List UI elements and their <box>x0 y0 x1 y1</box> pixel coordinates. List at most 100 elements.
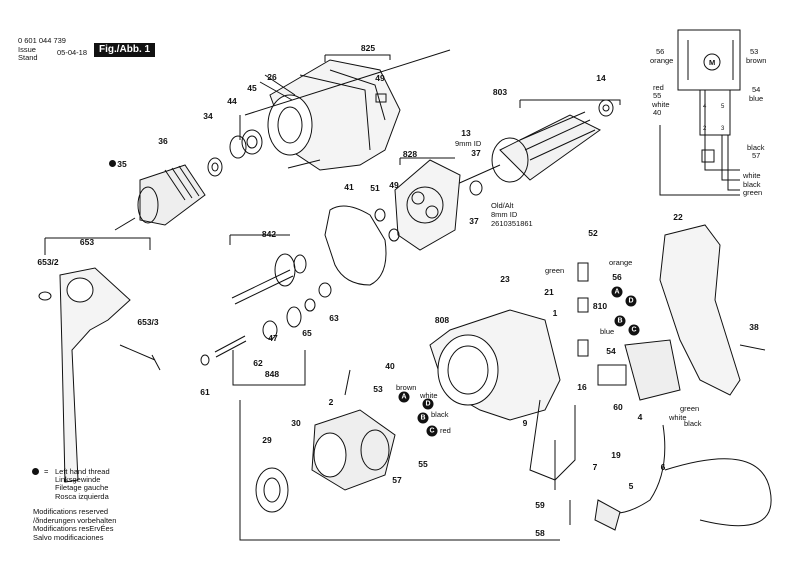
part-number: 825 <box>360 43 376 53</box>
modifications-line: Modifications resErvÉes <box>33 524 114 533</box>
connector-b-icon: B <box>614 315 626 327</box>
schematic-55-num: 55 <box>653 91 662 100</box>
wire-label-green: green <box>545 266 565 275</box>
part-number: 57 <box>392 475 402 485</box>
part-number: 21 <box>544 287 554 297</box>
part-number: 60 <box>613 402 623 412</box>
motor-symbol: M <box>709 58 716 67</box>
schematic-54-num: 54 <box>752 85 761 94</box>
wiring-schematic-drawing <box>659 29 741 196</box>
connector-a-icon: A <box>611 286 623 298</box>
part-number: 30 <box>291 418 301 428</box>
connector-c-icon: C <box>426 425 438 437</box>
connector-b-icon: B <box>417 412 429 424</box>
part-number: 56 <box>612 272 622 282</box>
issue-label: Issue <box>18 45 36 54</box>
modifications-line: /ðnderungen vorbehalten <box>33 516 117 525</box>
part-number: 653 <box>79 237 95 247</box>
part-number: 63 <box>329 313 339 323</box>
schematic-out-green: green <box>743 188 763 197</box>
part-number: 22 <box>673 212 683 222</box>
spindle-drawing <box>231 253 332 312</box>
part-number: 51 <box>370 183 380 193</box>
gasket-drawing <box>324 205 387 286</box>
issue-date: 05-04-18 <box>57 48 88 57</box>
part-number: 4 <box>637 412 643 422</box>
connector-d-icon: D <box>422 398 434 410</box>
part-number: 35 <box>117 159 127 169</box>
part-number: 41 <box>344 182 354 192</box>
schematic-55-color: red <box>653 83 664 92</box>
wire-label-green-2: green <box>680 404 700 413</box>
doc-number: 0 601 044 739 <box>18 36 66 45</box>
old-alt-note: Old/Alt <box>491 201 514 210</box>
schematic-54-color: blue <box>749 94 764 103</box>
field-coil-drawing <box>311 409 396 491</box>
wire-label-brown: brown <box>396 383 417 392</box>
connector-d-icon: D <box>625 295 637 307</box>
cord-drawing <box>599 424 772 527</box>
schematic-53-num: 53 <box>750 47 759 56</box>
part-number: 9 <box>522 418 528 428</box>
wire-label-white-2: white <box>669 413 687 422</box>
part-number: 52 <box>588 228 598 238</box>
switch-terminal: 3 <box>721 126 725 132</box>
gear-housing-drawing <box>259 59 401 171</box>
part-number: 6 <box>660 462 666 472</box>
part-number: 38 <box>749 322 759 332</box>
part-number: 810 <box>592 301 608 311</box>
part-number: 26 <box>267 72 277 82</box>
legend-line: Rosca izquierda <box>55 492 109 501</box>
legend-equals: = <box>44 467 49 476</box>
switch-terminal: 4 <box>703 104 707 110</box>
legend-bullet-icon <box>32 468 39 475</box>
part-number: 653/2 <box>37 257 59 267</box>
armature-drawing <box>454 99 614 196</box>
legend-line: Linksgewinde <box>55 475 101 484</box>
part-number: 54 <box>606 346 616 356</box>
wire-label-blue: blue <box>600 327 615 336</box>
part-number: 23 <box>500 274 510 284</box>
part-number: 49 <box>375 73 385 83</box>
end-cover-drawing <box>255 467 289 513</box>
id-8mm-note: 8mm ID <box>491 210 518 219</box>
wire-label-white: white <box>420 391 438 400</box>
part-number: 45 <box>247 83 257 93</box>
part-number: 47 <box>268 333 278 343</box>
wire-label-orange: orange <box>609 258 633 267</box>
stand-label: Stand <box>18 53 38 62</box>
left-hand-thread-marker <box>109 160 116 167</box>
motor-housing-drawing <box>429 309 576 481</box>
modifications-line: Modifications reserved <box>33 507 109 516</box>
part-number: 2 <box>328 397 334 407</box>
schematic-out-white: white <box>743 171 761 180</box>
figure-label: Fig./Abb. 1 <box>94 43 156 57</box>
replacement-part-number: 2610351861 <box>491 219 533 228</box>
plug-drawing <box>594 499 621 531</box>
legend-line: Left hand thread <box>55 467 110 476</box>
schematic-57-color: black <box>747 143 765 152</box>
part-number: 49 <box>389 180 399 190</box>
part-number: 55 <box>418 459 428 469</box>
part-number: 36 <box>158 136 168 146</box>
schematic-57-num: 57 <box>752 151 761 160</box>
wire-label-black-2: black <box>684 419 702 428</box>
part-number: 61 <box>200 387 210 397</box>
part-number: 40 <box>385 361 395 371</box>
part-number: 808 <box>434 315 450 325</box>
legend-line: Filetage gauche <box>55 483 109 492</box>
wire-label-black: black <box>431 410 449 419</box>
part-number: 13 <box>461 128 471 138</box>
part-number: 828 <box>402 149 418 159</box>
part-number: 7 <box>592 462 598 472</box>
part-number: 59 <box>535 500 545 510</box>
connector-c-icon: C <box>628 324 640 336</box>
part-number: 1 <box>552 308 558 318</box>
id-9mm-note: 9mm ID <box>455 139 482 148</box>
part-number: 14 <box>596 73 606 83</box>
part-number: 37 <box>471 148 481 158</box>
schematic-40-num: 40 <box>653 108 662 117</box>
bearing-plate-drawing <box>374 159 461 251</box>
part-number: 62 <box>253 358 263 368</box>
